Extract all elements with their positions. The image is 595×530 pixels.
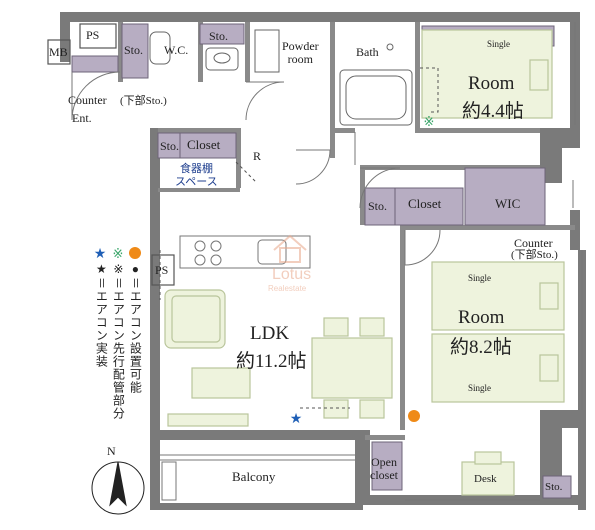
legend-blue: ★＝エアコン実装	[94, 262, 109, 369]
mb-label: MB	[49, 45, 68, 59]
windows	[405, 22, 583, 501]
room1-name: Room	[468, 73, 515, 94]
open-closet-label: Open closet	[370, 455, 398, 482]
blue-star-legend: ★	[94, 246, 107, 262]
watermark-line1: Lotus	[272, 266, 312, 283]
aircon-pipe-marker: ※	[424, 115, 435, 130]
north-label: N	[107, 444, 116, 458]
room2-size: 約8.2帖	[450, 337, 512, 358]
wic-label: WIC	[495, 196, 521, 211]
sto-closet-left-label: Sto.	[160, 139, 180, 153]
aircon-ready-marker	[408, 410, 420, 422]
closet-left-label: Closet	[187, 137, 221, 152]
balcony-label: Balcony	[232, 469, 276, 484]
entrance-label: Ent.	[72, 111, 92, 125]
aircon-installed-marker: ★	[290, 411, 303, 427]
sto-wc-label: Sto.	[124, 43, 144, 57]
watermark-logo	[273, 234, 307, 263]
watermark-line2: Realestate	[268, 284, 307, 293]
under-storage-entrance-label: (下部Sto.)	[120, 95, 167, 107]
shafts	[47, 23, 175, 286]
sto-mid-label: Sto.	[368, 199, 388, 213]
legend-orange: ●＝エアコン設置可能	[128, 262, 143, 395]
cupboard-space-label-2: スペース	[175, 176, 218, 188]
room1-size: 約4.4帖	[462, 101, 524, 122]
cupboard-space-label-1: 食器棚	[180, 163, 213, 175]
ps-top-label: PS	[86, 28, 100, 42]
orange-dot-legend	[129, 247, 141, 259]
counter-right-label: Counter	[514, 236, 553, 250]
legend-green: ※＝エアコン先行配管部分	[111, 262, 126, 421]
legend-markers: ※ ※ ★ ★	[94, 115, 435, 427]
furniture	[164, 29, 565, 496]
green-mark-legend: ※	[113, 247, 124, 262]
closet-mid-label: Closet	[408, 196, 442, 211]
wc-label: W.C.	[164, 43, 189, 57]
refrigerator-mark: R	[253, 149, 262, 163]
ldk-name: LDK	[250, 323, 290, 344]
fixtures	[149, 29, 413, 126]
counter-entrance-label: Counter	[68, 93, 107, 107]
kitchen	[179, 235, 311, 269]
doors	[71, 71, 441, 501]
ldk-size: 約11.2帖	[236, 351, 307, 372]
under-storage-right-label: (下部Sto.)	[511, 249, 558, 261]
single-bed-top-label: Single	[487, 39, 511, 49]
sto-powder-label: Sto.	[209, 29, 229, 43]
single-bed-r2a-label: Single	[468, 273, 492, 283]
sto-bottom-right-label: Sto.	[545, 481, 563, 493]
ps-kitchen-label: PS	[155, 263, 169, 277]
desk-label: Desk	[474, 473, 497, 485]
compass	[91, 461, 145, 515]
bath-label: Bath	[356, 45, 379, 59]
powder-room-label: Powder room	[282, 39, 319, 66]
room2-name: Room	[458, 307, 505, 328]
dashed-guides	[159, 67, 439, 409]
interior-walls	[118, 22, 575, 440]
single-bed-r2b-label: Single	[468, 383, 492, 393]
